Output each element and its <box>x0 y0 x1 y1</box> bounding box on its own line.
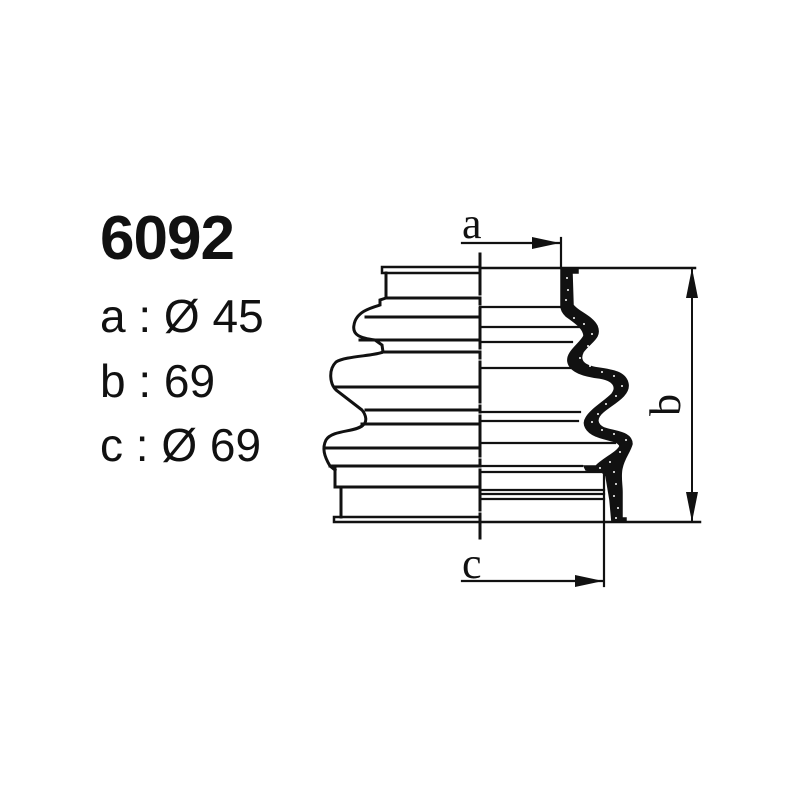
spec-c-diameter: c : Ø 69 <box>100 419 262 471</box>
dimension-label-a: a <box>462 199 482 248</box>
dimension-b <box>686 267 698 523</box>
dimension-label-c: c <box>462 539 482 588</box>
boot-exterior-outline <box>322 265 482 524</box>
dimension-a <box>460 236 563 270</box>
boot-section-interior-lines <box>478 266 702 524</box>
part-number: 6092 <box>100 204 235 273</box>
dimension-label-b: b <box>641 394 690 416</box>
section-hatch-dots <box>565 277 627 519</box>
spec-a-diameter: a : Ø 45 <box>100 290 264 342</box>
dimension-c <box>460 470 606 588</box>
spec-b-length: b : 69 <box>100 355 216 407</box>
boot-wall-section <box>560 267 633 523</box>
